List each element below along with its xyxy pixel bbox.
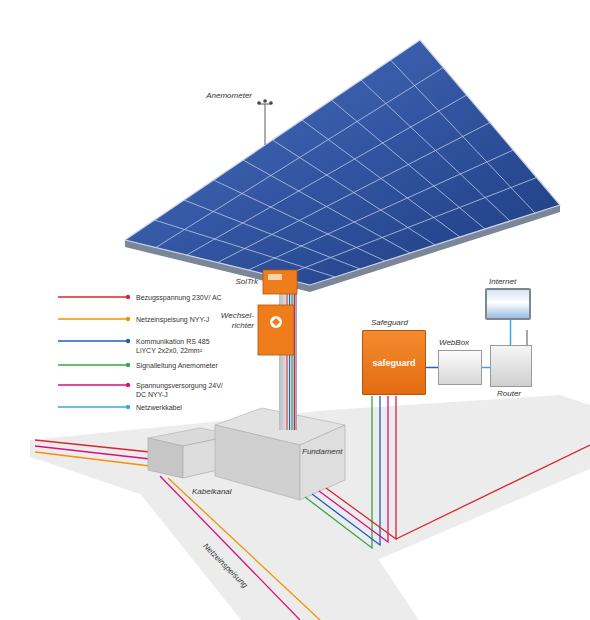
cable-connector [482, 367, 490, 369]
legend-line [58, 384, 128, 385]
webbox-device: WebBox [438, 350, 482, 385]
legend-text: Bezugsspannung 230V/ AC [136, 293, 228, 302]
part-label: Kabelkanal [192, 487, 232, 497]
part-label: Anemometer [206, 91, 252, 101]
legend-dot [126, 317, 130, 321]
legend-line-sample [58, 315, 132, 325]
part-label: Fundament [302, 447, 342, 457]
legend-row: Spannungsversorgung 24V/ DC NYY-J [58, 381, 230, 401]
legend-row: Netzeinspeisung NYY-J [58, 315, 230, 335]
inverter-logo [270, 316, 282, 328]
legend-line-sample [58, 361, 132, 371]
safeguard-box: Safeguardsafeguard [362, 330, 426, 395]
legend-row: Netzwerkkabel [58, 403, 230, 423]
legend-line [58, 406, 128, 407]
legend-row: Bezugsspannung 230V/ AC [58, 293, 230, 313]
legend-text: Kommunikation RS 485 LiYCY 2x2x0, 22mm² [136, 337, 228, 355]
cable-red [326, 396, 396, 539]
legend-dot [126, 405, 130, 409]
cable-green [305, 396, 372, 548]
soltrk-box [263, 270, 297, 294]
ground-curb [380, 470, 590, 620]
cable-magenta [160, 476, 300, 620]
legend-text: Spannungsversorgung 24V/ DC NYY-J [136, 381, 228, 399]
legend-line-sample [58, 403, 132, 413]
solar-panel-array [125, 40, 560, 285]
soltrk-display [268, 274, 282, 280]
device-label: Router [497, 389, 521, 399]
legend-line-sample [58, 337, 132, 347]
legend-row: Signalleitung Anemometer [58, 361, 230, 381]
legend-line [58, 318, 128, 319]
legend-line-sample [58, 293, 132, 303]
panel-grid [155, 60, 537, 278]
inverter-logo [272, 318, 280, 326]
legend-text: Signalleitung Anemometer [136, 361, 228, 370]
box-text: safeguard [372, 358, 415, 368]
part-label: SolTrk [235, 277, 258, 287]
legend-dot [126, 295, 130, 299]
cable-connector [426, 367, 438, 369]
cable-red [35, 440, 150, 452]
legend-dot [126, 383, 130, 387]
legend-row: Kommunikation RS 485 LiYCY 2x2x0, 22mm² [58, 337, 230, 357]
inverter-box [258, 305, 294, 355]
legend-line [58, 340, 128, 341]
legend-line [58, 364, 128, 365]
cable-connector [510, 320, 512, 345]
legend-text: Netzwerkkabel [136, 403, 228, 412]
ground-plane [30, 395, 590, 620]
ground-curb [30, 458, 240, 620]
part-label: Wechsel- richter [210, 311, 254, 331]
legend-dot [126, 339, 130, 343]
router-device: Router [490, 345, 532, 387]
legend-dot [126, 363, 130, 367]
cable-magenta [35, 446, 150, 459]
legend-text: Netzeinspeisung NYY-J [136, 315, 228, 324]
foundation-block [300, 425, 345, 500]
device-label: WebBox [439, 338, 469, 348]
router-antenna [526, 330, 528, 345]
cable-blue [312, 396, 380, 545]
cable-magenta [319, 396, 388, 542]
internet-monitor: Internet [485, 288, 531, 320]
anemometer-icon [257, 99, 273, 145]
cable-red [396, 445, 590, 539]
cable-orange [35, 452, 150, 466]
legend-line-sample [58, 381, 132, 391]
cable-channel [148, 438, 183, 478]
device-label: Internet [489, 277, 516, 287]
device-label: Safeguard [371, 318, 408, 328]
legend-line [58, 296, 128, 297]
